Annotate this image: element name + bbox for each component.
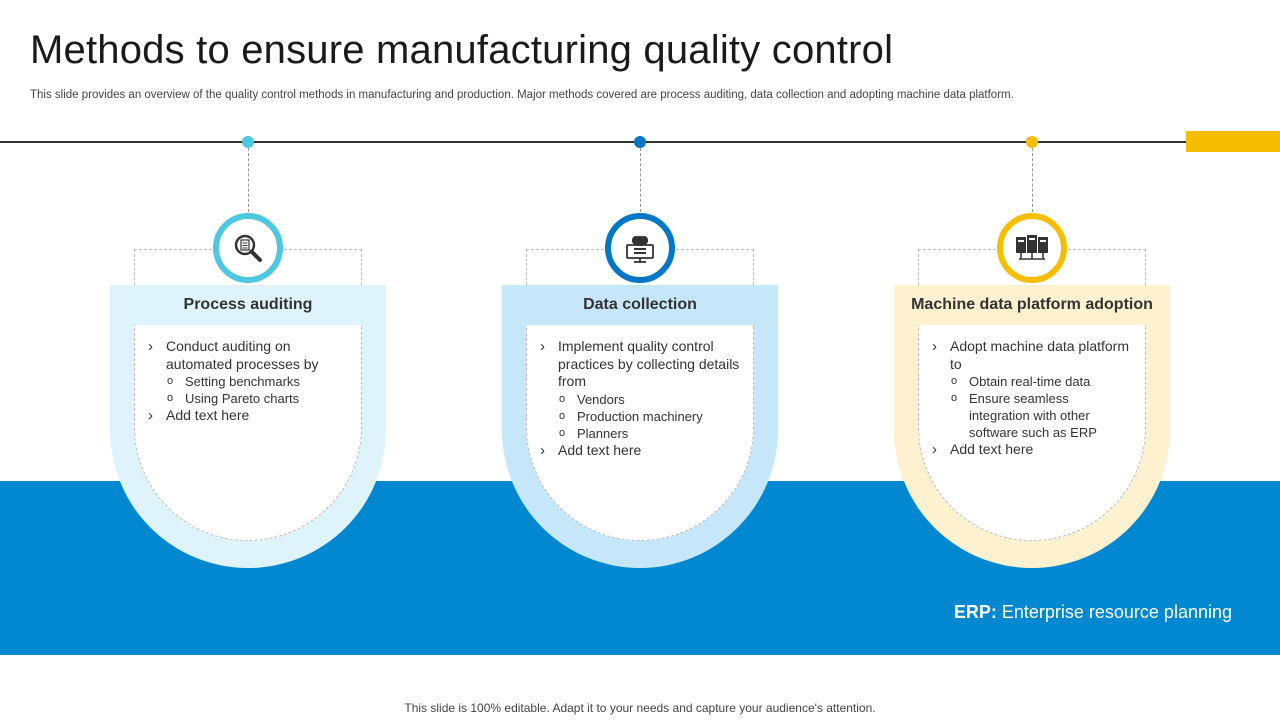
list-item: Adopt machine data platform to: [932, 338, 1132, 373]
timeline-dot-2: [634, 136, 646, 148]
accent-bar: [1186, 131, 1280, 152]
list-item: Conduct auditing on automated processes …: [148, 338, 348, 373]
card-list: Conduct auditing on automated processes …: [148, 338, 348, 425]
icon-circle-1: [213, 213, 283, 283]
erp-definition: Enterprise resource planning: [1001, 602, 1232, 622]
page-title: Methods to ensure manufacturing quality …: [30, 28, 894, 72]
timeline-dot-1: [242, 136, 254, 148]
icon-circle-3: [997, 213, 1067, 283]
footer-note: This slide is 100% editable. Adapt it to…: [404, 701, 876, 715]
card-machine-data-platform: Machine data platform adoption Adopt mac…: [894, 285, 1170, 568]
sub-item: Planners: [540, 425, 740, 442]
card-heading: Data collection: [583, 296, 697, 313]
server-network-icon: [1016, 235, 1048, 260]
card-data-collection: Data collection Implement quality contro…: [502, 285, 778, 568]
list-item: Add text here: [148, 407, 348, 425]
timeline-line: [0, 141, 1186, 143]
card-list: Implement quality control practices by c…: [540, 338, 740, 459]
erp-abbr: ERP:: [953, 602, 997, 622]
sub-item: Ensure seamless integration with other s…: [932, 390, 1132, 441]
sub-item: Setting benchmarks: [148, 373, 348, 390]
list-item: Implement quality control practices by c…: [540, 338, 740, 391]
card-heading: Machine data platform adoption: [911, 296, 1153, 313]
magnifier-document-icon: [234, 234, 262, 262]
cloud-monitor-icon: [626, 236, 654, 263]
sub-item: Obtain real-time data: [932, 373, 1132, 390]
sub-item: Vendors: [540, 391, 740, 408]
connector-2: [640, 148, 641, 212]
icon-circle-2: [605, 213, 675, 283]
sub-item: Production machinery: [540, 408, 740, 425]
erp-note: ERP: Enterprise resource planning: [954, 602, 1232, 623]
list-item: Add text here: [540, 442, 740, 460]
connector-3: [1032, 148, 1033, 212]
sub-item: Using Pareto charts: [148, 390, 348, 407]
page-subtitle: This slide provides an overview of the q…: [30, 89, 1014, 101]
list-item: Add text here: [932, 441, 1132, 459]
connector-1: [248, 148, 249, 212]
timeline-dot-3: [1026, 136, 1038, 148]
card-heading: Process auditing: [183, 296, 313, 313]
card-list: Adopt machine data platform to Obtain re…: [932, 338, 1132, 459]
card-process-auditing: Process auditing Conduct auditing on aut…: [110, 285, 386, 568]
